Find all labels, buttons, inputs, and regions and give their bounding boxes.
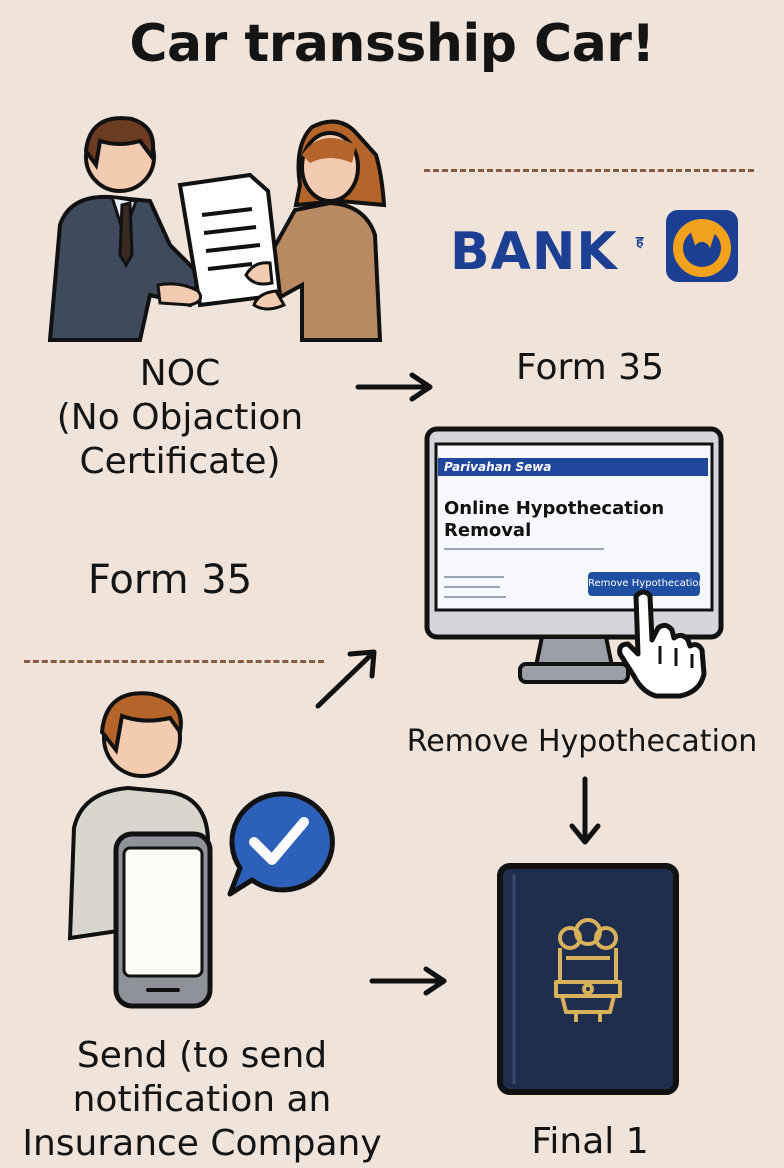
- final-label: Final 1: [531, 1121, 649, 1162]
- emblem-icon: [554, 918, 622, 1022]
- portal-text-line: [444, 586, 500, 588]
- portal-heading: Online Hypothecation Removal: [444, 498, 665, 541]
- passport-book-icon: [497, 863, 679, 1095]
- portal-screen: Parivahan Sewa Online Hypothecation Remo…: [438, 446, 708, 604]
- page-title: Car transship Car!: [129, 14, 655, 74]
- portal-text-line: [444, 576, 504, 578]
- remove-hypothecation-label: Remove Hypothecation: [406, 724, 758, 759]
- portal-brand: Parivahan Sewa: [438, 458, 708, 476]
- form35-right-label: Form 35: [516, 347, 664, 388]
- send-label: Send (to send notification an Insurance …: [22, 1035, 382, 1164]
- bank-name: BANK: [450, 222, 618, 282]
- phone-person-icon: [67, 691, 213, 1009]
- arrow-icon: [569, 776, 601, 845]
- portal-text-line: [444, 596, 506, 598]
- divider-mid-left: [24, 660, 324, 663]
- checkmark-bubble-icon: [227, 791, 335, 897]
- bank-small-text: ह: [636, 234, 644, 250]
- bank-logo-icon: [666, 210, 738, 282]
- handshake-document-icon: [47, 116, 387, 342]
- arrow-icon: [369, 966, 447, 996]
- portal-text-line: [444, 548, 604, 550]
- pointer-hand-icon: [617, 589, 707, 699]
- noc-label: NOC (No Objaction Certificate): [56, 353, 304, 482]
- divider-top-right: [424, 169, 754, 172]
- arrow-icon: [355, 372, 433, 402]
- arrow-icon: [315, 649, 377, 709]
- form35-left-label: Form 35: [87, 557, 253, 603]
